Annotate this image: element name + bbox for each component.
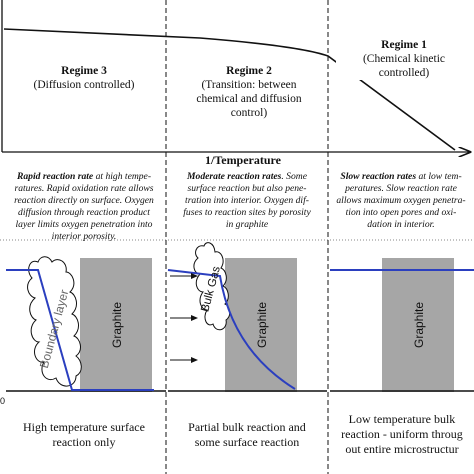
graphite-label: Graphite — [255, 302, 269, 348]
desc-line: tration into interior. Oxygen dif- — [185, 195, 309, 206]
regime-2-label: Regime 2 (Transition: between chemical a… — [174, 64, 324, 120]
regime-3-subtitle: (Diffusion controlled) — [33, 79, 135, 91]
desc-line: dation in interior. — [367, 219, 435, 230]
caption-line: reaction only — [52, 435, 116, 449]
regime-2-title: Regime 2 — [226, 65, 272, 77]
rate-curve — [3, 28, 456, 151]
desc-line: in graphite — [225, 219, 269, 230]
graphite-label: Graphite — [412, 302, 426, 348]
desc-line: tion into open pores and oxi- — [345, 207, 457, 218]
zero-label: 0 — [0, 396, 5, 406]
desc-lead: Rapid reaction rate — [16, 171, 94, 182]
desc-line: peratures. Slow reaction rate — [345, 183, 457, 194]
oxygen-profile — [167, 269, 296, 390]
boundary-layer-cloud — [27, 256, 82, 387]
caption-line: Low temperature bulk — [348, 412, 456, 426]
regime-1-subtitle-1: (Chemical kinetic — [362, 53, 446, 65]
regime-2-subtitle-1: (Transition: between — [201, 79, 297, 91]
x-axis-label: 1/Temperature — [205, 153, 281, 167]
desc-line: at high tempe- — [95, 171, 152, 182]
desc-line: reaction directly on surface. Oxygen — [14, 195, 154, 206]
graphite-block — [80, 258, 152, 392]
caption-line: Partial bulk reaction and — [188, 420, 306, 434]
graphite-block — [382, 258, 454, 392]
caption-line: reaction - uniform throug — [341, 427, 463, 441]
caption-regime-3: High temperature surface reaction only — [4, 420, 164, 450]
graphite-block — [225, 258, 297, 392]
regime-2-subtitle-2: chemical and diffusion — [196, 93, 302, 105]
regime-3-label: Regime 3 (Diffusion controlled) — [14, 64, 154, 92]
desc-line: ratures. Rapid oxidation rate allows — [14, 183, 154, 194]
oxygen-profile — [6, 269, 154, 391]
desc-line: allows maximum oxygen penetra- — [336, 195, 466, 206]
desc-line: . Some — [281, 171, 307, 182]
desc-line: fuses to reaction sites by porosity — [183, 207, 311, 218]
regime-1-title: Regime 1 — [381, 39, 427, 51]
panel-regime-1 — [330, 258, 474, 392]
caption-line: High temperature surface — [23, 420, 145, 434]
desc-line: interior porosity. — [51, 231, 117, 242]
desc-line: surface reaction but also pene- — [187, 183, 307, 194]
graphite-label: Graphite — [110, 302, 124, 348]
desc-lead: Moderate reaction rates — [187, 171, 282, 182]
regime-2-subtitle-3: control) — [230, 107, 268, 119]
desc-lead: Slow reaction rates — [340, 171, 417, 182]
description-regime-2: Moderate reaction rates. Some surface re… — [168, 171, 326, 231]
desc-line: layer limits oxygen penetration into — [15, 219, 153, 230]
caption-regime-2: Partial bulk reaction and some surface r… — [168, 420, 326, 450]
description-regime-1: Slow reaction rates at low tem- perature… — [330, 171, 472, 231]
caption-line: out entire microstructur — [345, 442, 459, 456]
description-regime-3: Rapid reaction rate at high tempe- ratur… — [4, 171, 164, 243]
regime-3-title: Regime 3 — [61, 65, 107, 77]
desc-line: at low tem- — [418, 171, 462, 182]
caption-regime-1: Low temperature bulk reaction - uniform … — [330, 412, 474, 457]
desc-line: diffusion through reaction product — [18, 207, 150, 218]
regime-1-label: Regime 1 (Chemical kinetic controlled) — [336, 38, 472, 80]
caption-line: some surface reaction — [194, 435, 300, 449]
panel-regime-3 — [6, 256, 166, 392]
regime-1-subtitle-2: controlled) — [378, 67, 430, 79]
panel-regime-2 — [167, 242, 327, 392]
